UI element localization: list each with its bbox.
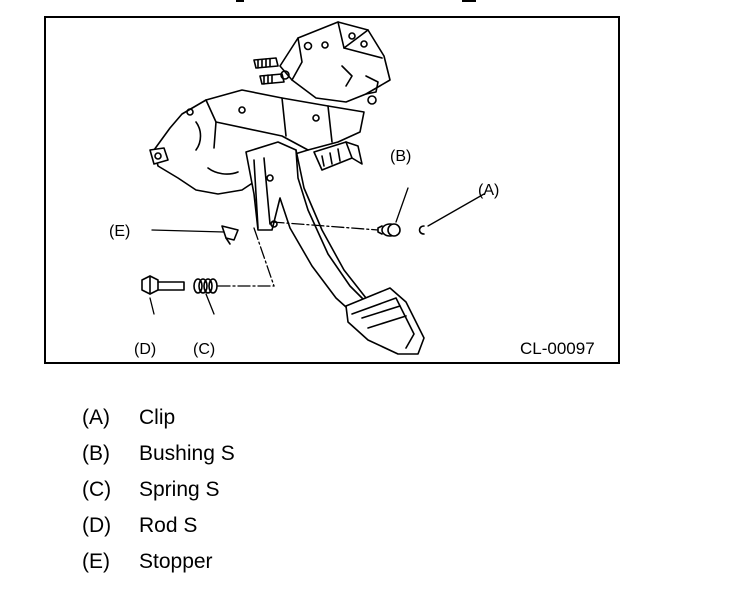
spring-part: [193, 278, 218, 294]
legend-key: (B): [82, 442, 110, 465]
top-edge-mark-right: [462, 0, 476, 5]
mounting-studs: [253, 57, 285, 85]
callout-b: (B): [390, 148, 411, 165]
pedal-assembly-figure: (B) (A) (E) (D) (C) CL-00097: [44, 16, 620, 364]
pedal-arm: [245, 141, 369, 317]
pivot-shaft: [313, 141, 363, 171]
legend-part-name: Rod S: [139, 514, 198, 537]
callout-d: (D): [134, 341, 156, 358]
legend-key: (A): [82, 406, 110, 429]
pedal-bracket: [149, 89, 365, 195]
legend-item: (B) Bushing S: [82, 436, 235, 472]
legend-key: (D): [82, 514, 112, 537]
leader-lines: [149, 187, 485, 315]
legend-item: (A) Clip: [82, 400, 235, 436]
pedal-assembly-drawing: (B) (A) (E) (D) (C) CL-00097: [109, 21, 595, 358]
legend-item: (C) Spring S: [82, 472, 235, 508]
callout-c: (C): [193, 341, 215, 358]
figure-code: CL-00097: [520, 339, 595, 358]
callout-a: (A): [478, 182, 499, 199]
legend-item: (D) Rod S: [82, 508, 235, 544]
legend-part-name: Spring S: [139, 478, 220, 501]
legend-part-name: Clip: [139, 406, 176, 429]
upper-bracket: [279, 21, 391, 105]
legend-key: (E): [82, 550, 110, 573]
legend-part-name: Bushing S: [139, 442, 235, 465]
rod-part: [141, 275, 185, 295]
parts-legend: (A) Clip (B) Bushing S (C) Spring S (D) Rod …: [82, 400, 235, 580]
assembly-lines: [217, 221, 379, 287]
clip-part: [418, 225, 425, 235]
stopper-part: [221, 225, 239, 245]
bushing-part: [377, 223, 401, 237]
legend-item: (E) Stopper: [82, 544, 235, 580]
top-edge-mark-left: [236, 0, 244, 5]
legend-key: (C): [82, 478, 112, 501]
legend-part-name: Stopper: [139, 550, 213, 573]
callout-e: (E): [109, 223, 130, 240]
pedal-pad: [345, 287, 425, 355]
